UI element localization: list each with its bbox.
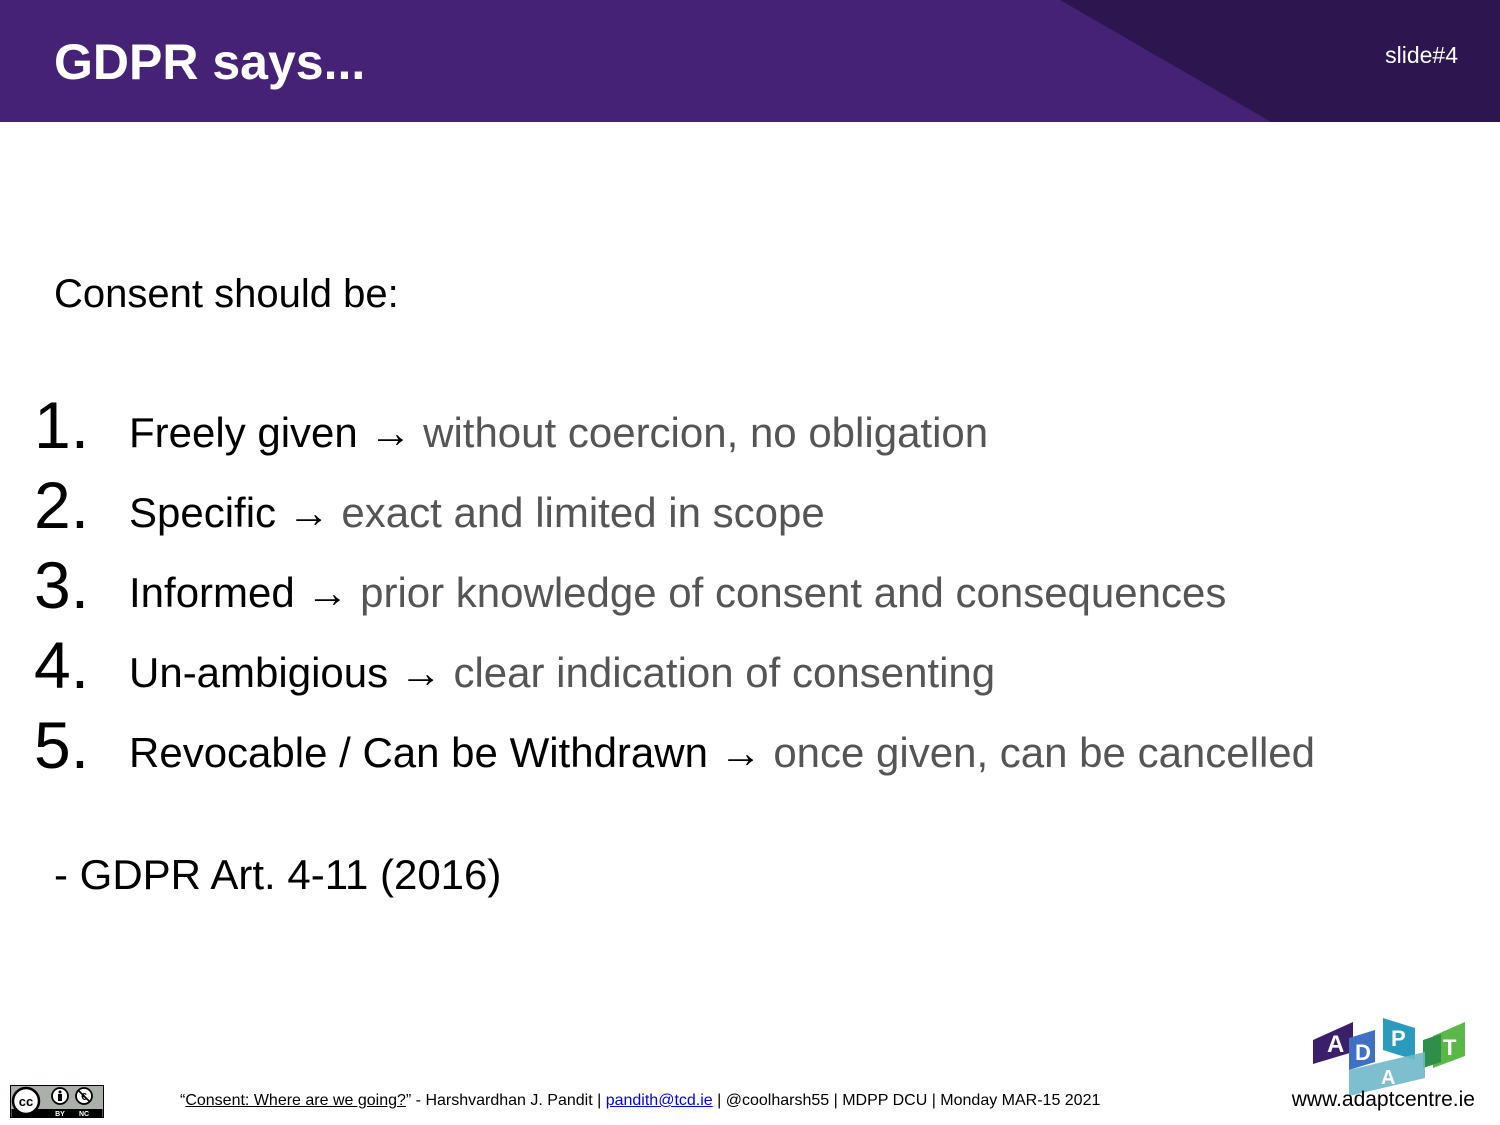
item-text: Specific → exact and limited in scope: [129, 488, 825, 538]
cc-license-icon[interactable]: cc € BY NC: [10, 1085, 104, 1118]
item-number: 5.: [34, 708, 90, 782]
logo-letter-p: P: [1391, 1026, 1406, 1051]
intro-text: Consent should be:: [54, 272, 399, 316]
item-description: once given, can be cancelled: [773, 729, 1316, 776]
logo-letter-a: A: [1327, 1031, 1344, 1058]
arrow-icon: →: [719, 729, 762, 776]
item-number: 1.: [34, 388, 90, 462]
item-number: 4.: [34, 628, 90, 702]
adapt-logo: A D P T A: [1313, 1018, 1465, 1096]
item-text: Revocable / Can be Withdrawn → once give…: [129, 728, 1315, 778]
consent-requirements-list: 1. Freely given → without coercion, no o…: [0, 388, 1480, 788]
list-item: 4. Un-ambigious → clear indication of co…: [0, 628, 1480, 708]
arrow-icon: →: [287, 489, 330, 536]
list-item: 5. Revocable / Can be Withdrawn → once g…: [0, 708, 1480, 788]
item-text: Un-ambigious → clear indication of conse…: [129, 648, 995, 698]
item-term: Un-ambigious: [129, 649, 389, 696]
list-item: 3. Informed → prior knowledge of consent…: [0, 548, 1480, 628]
footer-rest: | @coolharsh55 | MDPP DCU | Monday MAR-1…: [712, 1092, 1101, 1109]
arrow-icon: →: [306, 569, 349, 616]
item-description: clear indication of consenting: [453, 649, 996, 696]
list-item: 2. Specific → exact and limited in scope: [0, 468, 1480, 548]
arrow-icon: →: [369, 409, 412, 456]
list-item: 1. Freely given → without coercion, no o…: [0, 388, 1480, 468]
item-text: Informed → prior knowledge of consent an…: [129, 568, 1226, 618]
email-link[interactable]: pandith@tcd.ie: [605, 1092, 713, 1109]
cc-label: cc: [19, 1094, 33, 1109]
logo-letter-t: T: [1443, 1035, 1457, 1060]
item-text: Freely given → without coercion, no obli…: [129, 408, 988, 458]
talk-title-link[interactable]: Consent: Where are we going?: [185, 1092, 406, 1109]
item-description: exact and limited in scope: [341, 489, 825, 536]
citation: - GDPR Art. 4-11 (2016): [54, 851, 502, 898]
logo-letter-a2: A: [1381, 1067, 1395, 1089]
item-description: without coercion, no obligation: [423, 409, 989, 456]
item-term: Revocable / Can be Withdrawn: [129, 729, 708, 776]
footer-credits: “Consent: Where are we going?” - Harshva…: [180, 1091, 1100, 1111]
svg-text:€: €: [81, 1092, 87, 1103]
item-number: 3.: [34, 548, 90, 622]
item-number: 2.: [34, 468, 90, 542]
logo-letter-d: D: [1355, 1040, 1371, 1065]
slide-number: slide#4: [1385, 42, 1458, 68]
item-term: Informed: [129, 569, 295, 616]
author-text: ” - Harshvardhan J. Pandit |: [405, 1092, 606, 1109]
item-term: Freely given: [129, 409, 358, 456]
arrow-icon: →: [399, 649, 442, 696]
item-description: prior knowledge of consent and consequen…: [360, 569, 1227, 616]
quote-open: “: [180, 1092, 186, 1109]
by-label: BY: [55, 1111, 65, 1118]
nc-label: NC: [79, 1111, 89, 1118]
item-term: Specific: [129, 489, 277, 536]
slide-title: GDPR says...: [54, 34, 366, 90]
website-url[interactable]: www.adaptcentre.ie: [1291, 1088, 1475, 1111]
slide-header: GDPR says... slide#4: [0, 0, 1500, 122]
